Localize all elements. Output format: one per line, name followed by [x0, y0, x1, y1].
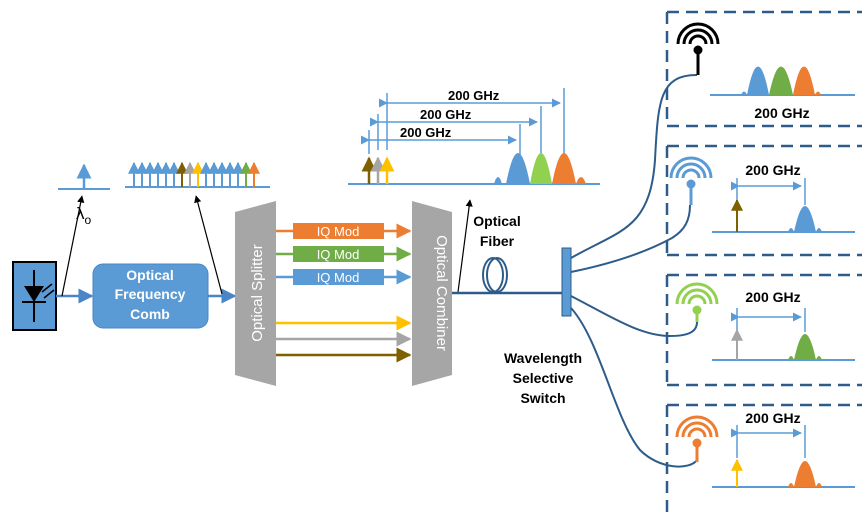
optical-combiner: Optical Combiner: [412, 201, 452, 386]
optical-frequency-comb-box: Optical Frequency Comb: [92, 263, 209, 329]
pointer-comb: [194, 195, 223, 295]
comb-label-3: Comb: [130, 306, 170, 322]
fiber-coil-icon: [482, 257, 508, 293]
comb-spectrum: [125, 161, 270, 188]
rx3-spectrum: 200 GHz: [712, 289, 855, 361]
wss-label-1: Wavelength: [504, 350, 582, 366]
iq-mod-label-3: IQ Mod: [317, 270, 360, 285]
combiner-label: Optical Combiner: [433, 235, 450, 351]
wavelength-selective-switch: [561, 247, 572, 317]
wss-label-3: Switch: [520, 390, 565, 406]
iq-mod-label-1: IQ Mod: [317, 224, 360, 239]
fiber-label-1: Optical: [473, 213, 520, 229]
pointer-laser: [61, 195, 85, 297]
spacing-label-top1: 200 GHz: [400, 125, 452, 140]
rx2-spectrum: 200 GHz: [712, 162, 855, 233]
iq-modulator-green: IQ Mod: [276, 246, 412, 262]
laser-diode: [12, 261, 57, 331]
splitter-label: Optical Splitter: [249, 244, 266, 342]
spacing-label-rx4: 200 GHz: [745, 410, 800, 426]
rx4-spectrum: 200 GHz: [712, 410, 855, 488]
wss-output-fibers: [570, 74, 698, 468]
rx1-spectrum: 200 GHz: [710, 66, 855, 121]
antenna-icon-blue: [669, 156, 713, 205]
antenna-icon-black: [676, 22, 720, 75]
spacing-label-rx2: 200 GHz: [745, 162, 800, 178]
combined-spectrum: 200 GHz 200 GHz 200 GHz: [348, 88, 600, 185]
spacing-label-top3: 200 GHz: [448, 88, 500, 103]
single-tone-spectrum: [58, 163, 110, 190]
optical-splitter: Optical Splitter: [235, 201, 276, 386]
comb-label-1: Optical: [126, 267, 173, 283]
wss-label-2: Selective: [513, 370, 574, 386]
spacing-label-top2: 200 GHz: [420, 107, 472, 122]
spacing-label-rx3: 200 GHz: [745, 289, 800, 305]
fiber-label-2: Fiber: [480, 233, 515, 249]
iq-modulator-orange: IQ Mod: [276, 223, 412, 239]
iq-modulator-blue: IQ Mod: [276, 269, 412, 285]
comb-label-2: Frequency: [115, 286, 186, 302]
spacing-label-rx1: 200 GHz: [754, 105, 809, 121]
receiver-panels: [665, 10, 862, 513]
antenna-icon-green: [675, 282, 719, 322]
pointer-combined: [457, 199, 473, 293]
wavelength-label: λo: [76, 204, 92, 227]
antenna-icon-orange: [675, 415, 719, 462]
iq-mod-label-2: IQ Mod: [317, 247, 360, 262]
